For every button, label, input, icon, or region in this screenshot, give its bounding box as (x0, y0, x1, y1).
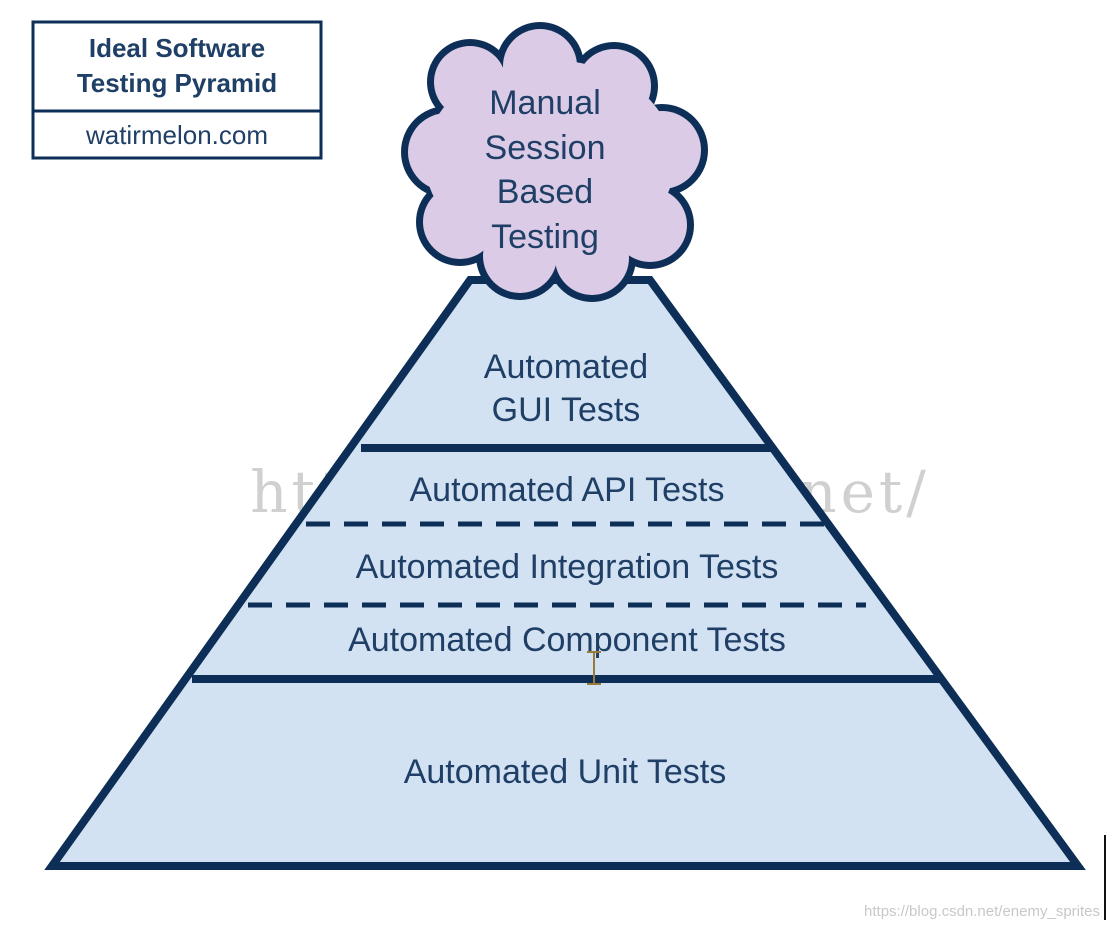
title-line-2: Testing Pyramid (77, 68, 277, 98)
gui-layer-label-1: Automated (484, 348, 648, 386)
pyramid: Automated GUI Tests Automated API Tests … (44, 276, 1086, 870)
cloud-label-4: Testing (491, 218, 599, 256)
gui-layer-label-2: GUI Tests (492, 391, 641, 429)
title-box-frame (31, 20, 323, 160)
cloud-label-2: Session (485, 129, 606, 167)
cloud-label-1: Manual (489, 84, 601, 122)
unit-layer-label: Automated Unit Tests (404, 753, 727, 791)
integration-layer-label: Automated Integration Tests (356, 548, 779, 586)
title-site: watirmelon.com (85, 120, 268, 150)
manual-testing-cloud: Manual Session Based Testing (401, 22, 708, 302)
api-layer-label: Automated API Tests (410, 471, 725, 509)
cloud-label-3: Based (497, 173, 593, 211)
text-cursor-icon (587, 651, 601, 685)
title-box: Ideal Software Testing Pyramid watirmelo… (31, 20, 323, 160)
cloud-fill (408, 29, 701, 295)
title-line-1: Ideal Software (89, 33, 265, 63)
credit-text: https://blog.csdn.net/enemy_sprites (864, 903, 1100, 920)
component-layer-label: Automated Component Tests (348, 621, 786, 659)
